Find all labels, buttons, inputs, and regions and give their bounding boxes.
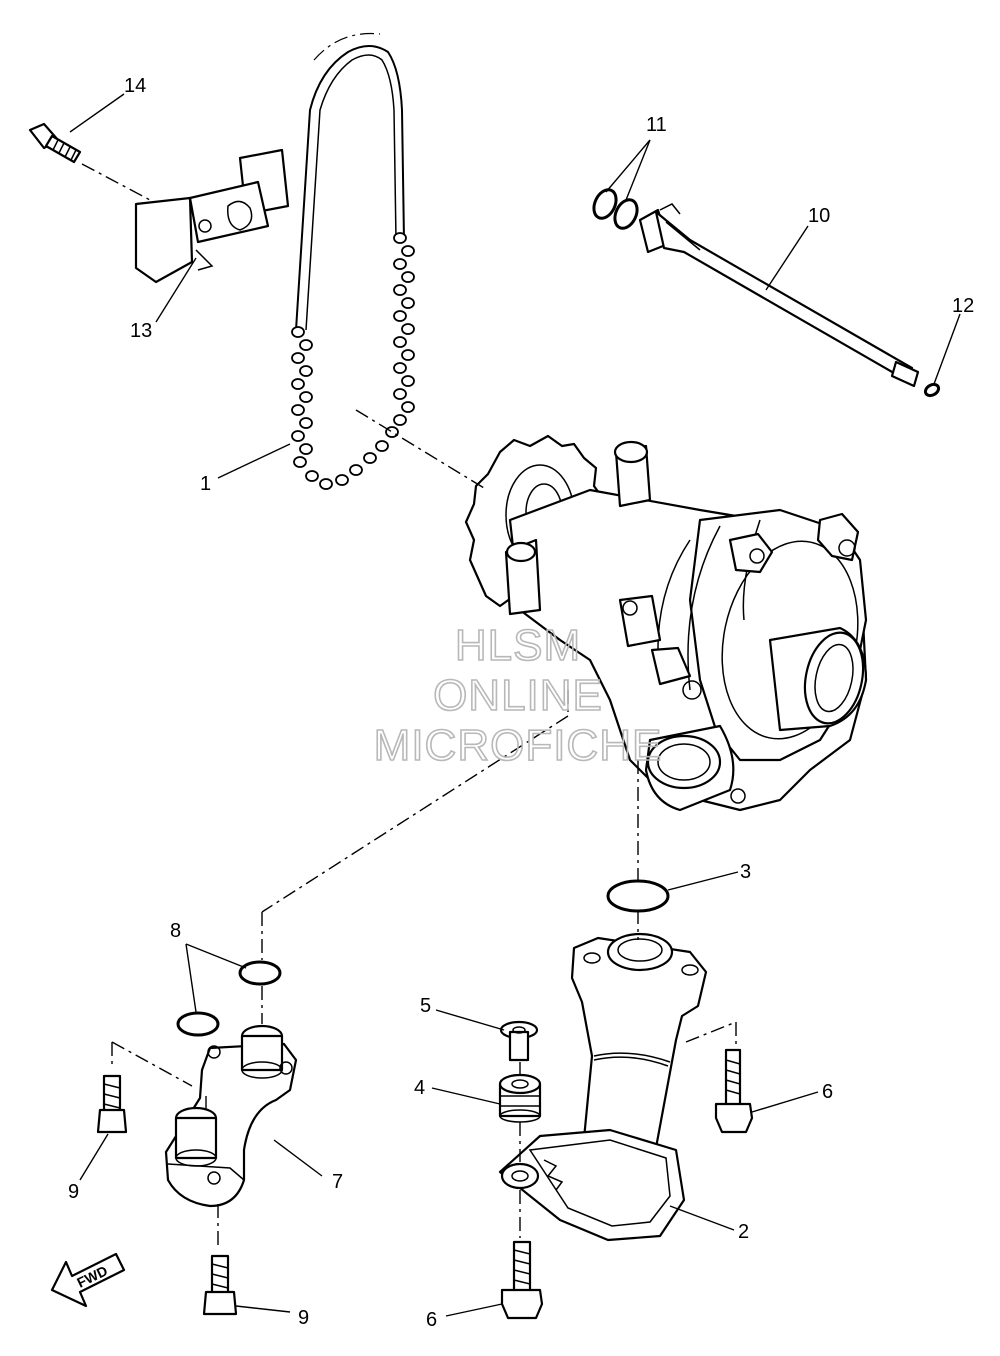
chain-link bbox=[291, 430, 305, 442]
chain-link bbox=[393, 284, 407, 296]
chain-link bbox=[401, 349, 415, 361]
callout-12: 12 bbox=[952, 295, 974, 317]
chain-link bbox=[299, 365, 313, 377]
leader-lines bbox=[69, 93, 961, 1317]
part-6-bolt-lower bbox=[500, 1240, 544, 1320]
callout-3: 3 bbox=[740, 861, 751, 883]
chain-link bbox=[401, 245, 415, 257]
part-1-cam-chain bbox=[291, 32, 415, 490]
oil-pump-assembly bbox=[464, 434, 868, 812]
part-5-collar bbox=[499, 1020, 539, 1062]
part-7-oil-delivery-pipe bbox=[164, 1024, 298, 1208]
callout-6-lower: 6 bbox=[426, 1309, 437, 1331]
chain-link bbox=[401, 401, 415, 413]
callout-10: 10 bbox=[808, 205, 830, 227]
chain-link bbox=[393, 232, 407, 244]
callout-9-upper: 9 bbox=[68, 1181, 79, 1203]
chain-link bbox=[291, 404, 305, 416]
chain-link bbox=[293, 456, 307, 468]
callout-13: 13 bbox=[130, 320, 152, 342]
chain-link bbox=[393, 310, 407, 322]
chain-link bbox=[393, 336, 407, 348]
callout-6-upper: 6 bbox=[822, 1081, 833, 1103]
chain-link bbox=[375, 440, 389, 452]
part-6-bolt-upper bbox=[714, 1048, 754, 1134]
callout-2: 2 bbox=[738, 1221, 749, 1243]
chain-link bbox=[291, 378, 305, 390]
chain-link bbox=[363, 452, 377, 464]
chain-link bbox=[393, 362, 407, 374]
part-14-bolt bbox=[28, 122, 82, 164]
watermark-line-3: MICROFICHE bbox=[374, 721, 663, 770]
part-12-o-ring bbox=[923, 382, 941, 398]
callout-14: 14 bbox=[124, 75, 146, 97]
chain-link bbox=[299, 339, 313, 351]
chain-link bbox=[393, 414, 407, 426]
part-9-bolt-upper bbox=[96, 1074, 128, 1134]
chain-link bbox=[401, 297, 415, 309]
chain-link bbox=[349, 464, 363, 476]
callout-labels: 1 2 3 4 5 6 6 7 8 9 9 10 11 12 13 14 bbox=[68, 75, 974, 1331]
chain-link bbox=[401, 323, 415, 335]
watermark: HLSM ONLINE MICROFICHE bbox=[373, 620, 663, 771]
part-4-grommet bbox=[498, 1073, 542, 1123]
callout-7: 7 bbox=[332, 1171, 343, 1193]
chain-link bbox=[299, 443, 313, 455]
watermark-line-2: ONLINE bbox=[433, 671, 603, 720]
chain-link bbox=[291, 352, 305, 364]
callout-5: 5 bbox=[420, 995, 431, 1017]
callout-9-lower: 9 bbox=[298, 1307, 309, 1329]
chain-link bbox=[291, 326, 305, 338]
chain-link bbox=[319, 478, 333, 490]
callout-8: 8 bbox=[170, 920, 181, 942]
part-2-oil-strainer bbox=[498, 932, 708, 1242]
part-9-bolt-lower bbox=[202, 1254, 238, 1316]
part-10-oil-pipe bbox=[638, 203, 920, 388]
part-13-chain-guide bbox=[134, 148, 290, 284]
chain-link bbox=[401, 271, 415, 283]
part-11-o-rings bbox=[592, 188, 639, 230]
callout-1: 1 bbox=[200, 473, 211, 495]
callout-11: 11 bbox=[646, 114, 667, 136]
chain-link bbox=[335, 474, 349, 486]
fwd-arrow: FWD bbox=[50, 1252, 126, 1308]
part-8-o-rings bbox=[176, 960, 282, 1037]
chain-link bbox=[393, 258, 407, 270]
chain-link bbox=[393, 388, 407, 400]
chain-link bbox=[385, 426, 399, 438]
part-3-o-ring bbox=[606, 879, 670, 913]
chain-link bbox=[401, 375, 415, 387]
chain-link bbox=[305, 470, 319, 482]
watermark-line-1: HLSM bbox=[455, 621, 581, 670]
callout-4: 4 bbox=[414, 1077, 425, 1099]
chain-link bbox=[299, 391, 313, 403]
chain-link bbox=[299, 417, 313, 429]
chain-links bbox=[291, 232, 415, 490]
